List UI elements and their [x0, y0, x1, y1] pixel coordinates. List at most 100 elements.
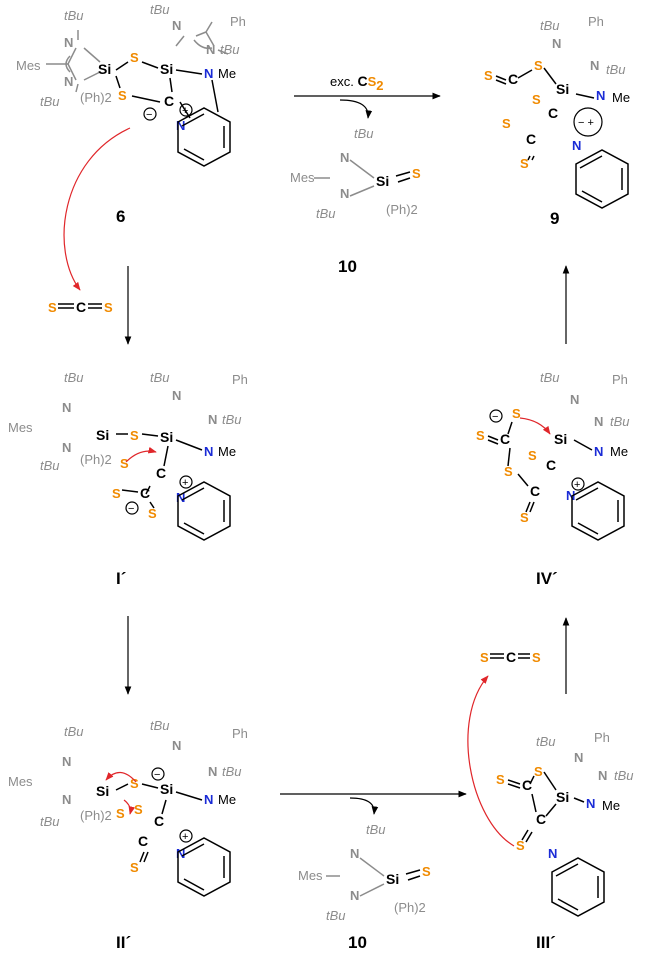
svg-text:Si: Si	[160, 781, 173, 797]
tbu-label: tBu	[64, 8, 84, 23]
svg-text:N: N	[62, 400, 71, 415]
svg-text:S: S	[412, 166, 421, 181]
svg-text:N: N	[172, 388, 181, 403]
svg-text:C: C	[526, 131, 536, 147]
svg-text:S: S	[516, 838, 525, 853]
svg-text:C: C	[508, 71, 518, 87]
svg-text:tBu: tBu	[64, 724, 84, 739]
svg-text:N: N	[64, 35, 73, 50]
svg-text:tBu: tBu	[540, 370, 560, 385]
svg-text:N: N	[204, 792, 213, 807]
svg-text:Si: Si	[554, 431, 567, 447]
si-atom: Si	[160, 61, 173, 77]
svg-text:tBu: tBu	[222, 412, 242, 427]
svg-text:tBu: tBu	[150, 370, 170, 385]
svg-text:tBu: tBu	[40, 814, 60, 829]
ph2-label: (Ph)2	[80, 90, 112, 105]
intermediate-iii: tBu N Ph N tBu S S C Si C S N Me N III´	[496, 730, 634, 952]
svg-text:S: S	[48, 300, 57, 315]
svg-text:S: S	[422, 864, 431, 879]
s-atom: S	[118, 88, 127, 103]
svg-text:N: N	[340, 186, 349, 201]
svg-text:Si: Si	[96, 783, 109, 799]
svg-text:N: N	[598, 768, 607, 783]
svg-text:Mes: Mes	[298, 868, 323, 883]
svg-text:Mes: Mes	[8, 774, 33, 789]
svg-text:−: −	[128, 503, 134, 515]
intermediate-i: tBu Mes N N tBu (Ph)2 Si S Si S C C S S …	[8, 370, 248, 588]
svg-text:C: C	[546, 457, 556, 473]
label-10-top: 10	[338, 257, 357, 276]
svg-text:tBu: tBu	[150, 718, 170, 733]
svg-text:N: N	[340, 150, 349, 165]
svg-text:C: C	[500, 431, 510, 447]
svg-text:+: +	[182, 477, 188, 489]
svg-text:Si: Si	[160, 429, 173, 445]
svg-text:S: S	[104, 300, 113, 315]
c-atom: C	[164, 93, 174, 109]
svg-text:tBu: tBu	[220, 42, 240, 57]
svg-text:S: S	[534, 764, 543, 779]
svg-text:C: C	[548, 105, 558, 121]
svg-text:Me: Me	[218, 792, 236, 807]
svg-text:S: S	[534, 58, 543, 73]
svg-text:C: C	[536, 811, 546, 827]
svg-text:tBu: tBu	[354, 126, 374, 141]
s-atom: S	[130, 50, 139, 65]
label-6: 6	[116, 207, 125, 226]
red-attack-arrow	[63, 127, 131, 291]
svg-text:N: N	[594, 414, 603, 429]
svg-text:N: N	[574, 750, 583, 765]
svg-text:S: S	[130, 776, 139, 791]
svg-text:S: S	[148, 506, 157, 521]
svg-text:N: N	[208, 412, 217, 427]
svg-text:N: N	[176, 846, 185, 861]
svg-text:C: C	[156, 465, 166, 481]
svg-text:N: N	[172, 18, 181, 33]
svg-text:tBu: tBu	[610, 414, 630, 429]
svg-text:S: S	[528, 448, 537, 463]
arrow-6-to-9: exc. CS2	[294, 73, 441, 119]
svg-text:N: N	[206, 42, 215, 57]
svg-text:Me: Me	[218, 66, 236, 81]
svg-text:S: S	[476, 428, 485, 443]
svg-text:tBu: tBu	[536, 734, 556, 749]
svg-text:N: N	[572, 138, 581, 153]
svg-text:S: S	[532, 92, 541, 107]
svg-text:Ph: Ph	[232, 372, 248, 387]
svg-text:N: N	[204, 444, 213, 459]
svg-text:S: S	[480, 650, 489, 665]
svg-text:Ph: Ph	[232, 726, 248, 741]
svg-text:C: C	[522, 777, 532, 793]
compound-10-bottom: tBu N Mes N tBu Si S (Ph)2 10	[298, 822, 431, 952]
label-iv: IV´	[536, 569, 558, 588]
svg-text:C: C	[506, 649, 516, 665]
svg-text:N: N	[176, 118, 185, 133]
cs2-right: S C S	[480, 649, 541, 665]
svg-text:tBu: tBu	[614, 768, 634, 783]
svg-text:tBu: tBu	[366, 822, 386, 837]
svg-text:tBu: tBu	[326, 908, 346, 923]
svg-text:N: N	[172, 738, 181, 753]
svg-text:(Ph)2: (Ph)2	[80, 808, 112, 823]
svg-text:N: N	[552, 36, 561, 51]
tbu-label: tBu	[40, 94, 60, 109]
svg-text:Me: Me	[612, 90, 630, 105]
si-atom: Si	[98, 61, 111, 77]
svg-text:− +: − +	[578, 117, 594, 129]
svg-text:C: C	[76, 299, 86, 315]
svg-text:S: S	[512, 406, 521, 421]
svg-text:N: N	[596, 88, 605, 103]
svg-text:N: N	[586, 796, 595, 811]
svg-text:(Ph)2: (Ph)2	[394, 900, 426, 915]
svg-text:N: N	[350, 846, 359, 861]
red-release-arrow	[467, 675, 515, 847]
label-ii: II´	[116, 933, 131, 952]
svg-text:S: S	[504, 464, 513, 479]
label-10-bottom: 10	[348, 933, 367, 952]
svg-text:C: C	[138, 833, 148, 849]
svg-text:Ph: Ph	[230, 14, 246, 29]
svg-text:Mes: Mes	[290, 170, 315, 185]
svg-text:Me: Me	[610, 444, 628, 459]
